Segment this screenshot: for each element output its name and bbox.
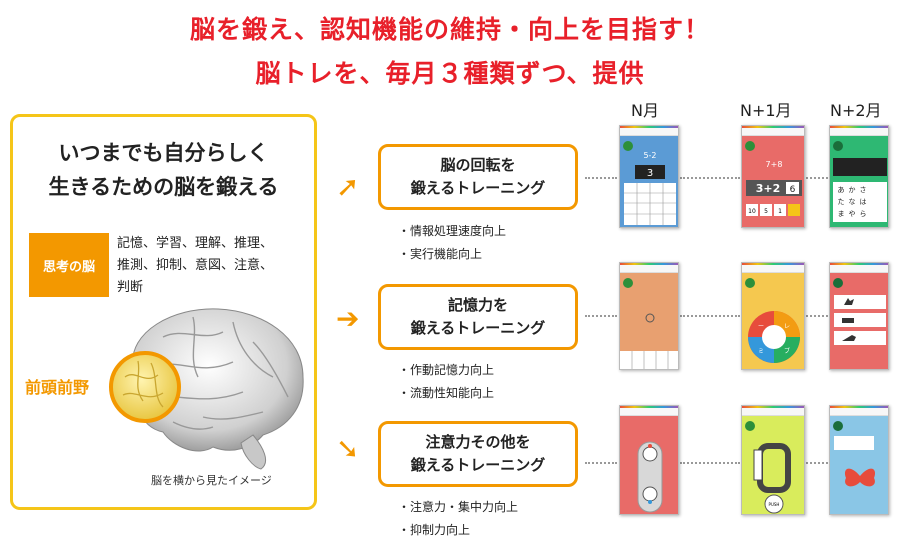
column-header-n2: N+2月 — [830, 101, 882, 120]
connector-dots — [680, 177, 740, 179]
color-word: レ — [784, 323, 790, 330]
column-header-n1: N+1月 — [740, 101, 792, 120]
connector-dots — [680, 462, 740, 464]
training-box-attention: 注意力その他を 鍛えるトレーニング — [378, 421, 578, 487]
arrow-down-right-icon: ➘ — [336, 432, 360, 465]
hiragana-key: た — [838, 198, 845, 206]
arrow-up-right-icon: ➚ — [336, 170, 360, 203]
column-header-n: N月 — [631, 101, 659, 120]
training-attention-bullet2: ・抑制力向上 — [398, 523, 471, 537]
connector-dots — [806, 177, 828, 179]
training-attention-line2: 鍛えるトレーニング — [410, 456, 546, 474]
screen-speed-n1: 7+8 3+2 6 10 5 1 — [741, 125, 805, 228]
num-button: 1 — [778, 208, 782, 215]
frontal-lobe-label: 前頭前野 — [25, 378, 90, 397]
equation-answer-text: 6 — [790, 185, 796, 195]
hiragana-key: な — [849, 198, 856, 206]
brain-illustration — [109, 308, 304, 470]
training-memory-bullet2: ・流動性知能向上 — [398, 386, 495, 400]
connector-dots — [806, 315, 828, 317]
equation2-text: 3+2 — [756, 182, 781, 195]
training-memory-line1: 記憶力を — [447, 296, 508, 314]
brain-functions-line1: 記憶、学習、理解、推理、 — [117, 236, 274, 251]
calc-small-text: 5-2 — [643, 151, 656, 160]
hiragana-key: ま — [838, 210, 845, 218]
rabbit-icon — [844, 298, 854, 305]
screen-attention-n — [619, 405, 679, 515]
brain-functions-text: 記憶、学習、理解、推理、 推測、抑制、意図、注意、 判断 — [117, 233, 273, 299]
screen-attention-n1: PUSH — [741, 405, 805, 515]
screen-memory-n2 — [829, 262, 889, 370]
training-memory-line2: 鍛えるトレーニング — [410, 319, 546, 337]
hiragana-key: ら — [860, 210, 867, 218]
screen-memory-n1: レ ブ ミ ー — [741, 262, 805, 370]
training-memory-bullet1: ・作動記憶力向上 — [398, 363, 495, 377]
brain-caption: 脳を横から見たイメージ — [151, 474, 272, 487]
training-speed-line1: 脳の回転を — [440, 156, 516, 174]
screen-memory-n — [619, 262, 679, 370]
hiragana-key: あ — [838, 186, 845, 194]
cow-icon — [842, 318, 854, 323]
hiragana-key: は — [860, 198, 867, 206]
color-word: ー — [758, 323, 764, 330]
screen-speed-n: 5-2 3 — [619, 125, 679, 228]
connector-dots — [806, 462, 828, 464]
screen-attention-n2 — [829, 405, 889, 515]
training-attention-line1: 注意力その他を — [425, 433, 531, 451]
connector-dots — [680, 315, 740, 317]
connector-dots — [585, 315, 617, 317]
headline-line2: 脳トレを、毎月３種類ずつ、提供 — [255, 59, 645, 88]
training-speed-bullet1: ・情報処理速度向上 — [398, 224, 507, 238]
hiragana-key: さ — [860, 186, 867, 194]
num-button: 10 — [748, 208, 756, 215]
brain-panel: いつまでも自分らしく 生きるための脳を鍛える 思考の脳 記憶、学習、理解、推理、… — [10, 114, 317, 510]
training-speed-bullet2: ・実行機能向上 — [398, 247, 483, 261]
connector-dots — [585, 462, 617, 464]
horse-icon — [842, 335, 856, 341]
equation1-text: 7+8 — [766, 160, 783, 169]
brain-functions-line3: 判断 — [117, 280, 144, 295]
hiragana-key: や — [849, 210, 856, 218]
hiragana-key: か — [849, 186, 856, 194]
training-box-speed: 脳の回転を 鍛えるトレーニング — [378, 144, 578, 210]
headline-line1: 脳を鍛え、認知機能の維持・向上を目指す！ — [189, 15, 710, 44]
color-word: ミ — [758, 348, 764, 355]
calc-display-text: 3 — [647, 168, 653, 179]
screen-speed-n2: あ か さ た な は ま や ら — [829, 125, 889, 228]
connector-dots — [585, 177, 617, 179]
num-button: 5 — [764, 208, 768, 215]
training-attention-bullet1: ・注意力・集中力向上 — [398, 500, 519, 514]
panel-title-line1: いつまでも自分らしく — [58, 141, 269, 165]
brain-functions-line2: 推測、抑制、意図、注意、 — [117, 258, 274, 273]
thinking-brain-badge: 思考の脳 — [29, 233, 109, 297]
training-speed-line2: 鍛えるトレーニング — [410, 179, 546, 197]
butterfly-icon — [844, 468, 876, 487]
panel-title-line2: 生きるための脳を鍛える — [48, 175, 279, 199]
color-word: ブ — [784, 347, 790, 355]
arrow-right-icon: ➔ — [336, 302, 360, 335]
push-button: PUSH — [769, 502, 780, 507]
training-box-memory: 記憶力を 鍛えるトレーニング — [378, 284, 578, 350]
